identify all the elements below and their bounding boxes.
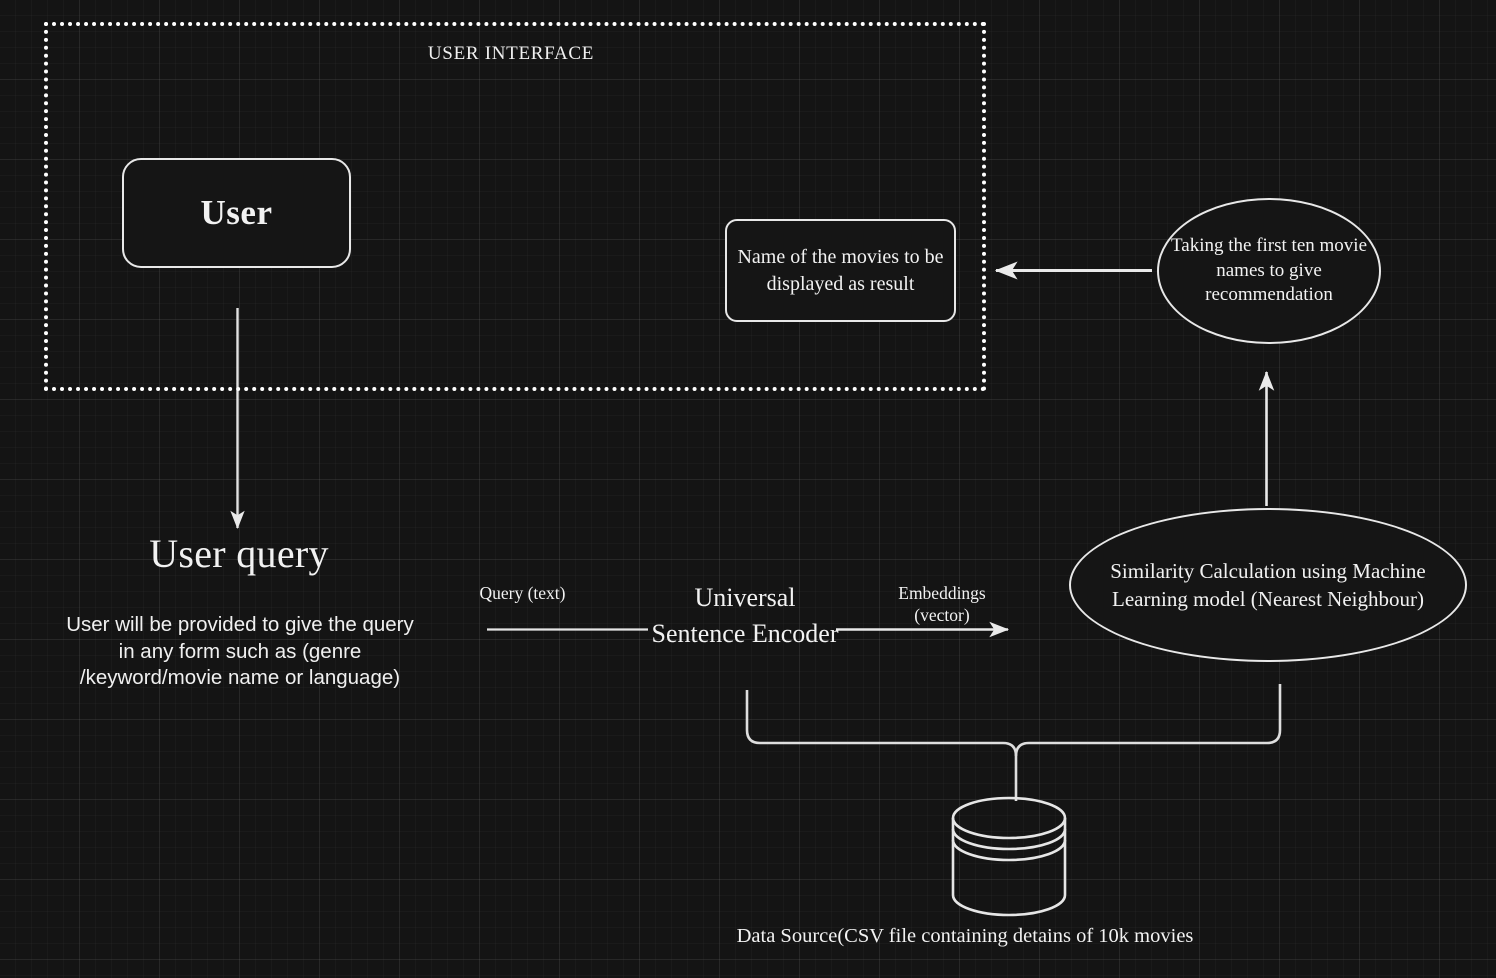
user-interface-label: USER INTERFACE	[427, 43, 595, 64]
cylinder-top-ring-1	[951, 796, 1067, 840]
database-cylinder-icon	[951, 796, 1067, 917]
node-result-label: Name of the movies to be displayed as re…	[737, 246, 944, 295]
node-encoder-label: Universal Sentence Encoder	[651, 583, 839, 648]
user-interface-boundary	[44, 22, 986, 391]
node-similarity[interactable]: Similarity Calculation using Machine Lea…	[1069, 508, 1467, 662]
node-user[interactable]: User	[122, 158, 351, 268]
cylinder-top-ring-3	[951, 839, 1067, 862]
node-recommendation[interactable]: Taking the first ten movie names to give…	[1157, 198, 1381, 344]
node-user-label: User	[200, 193, 273, 232]
node-datasource-label: Data Source(CSV file containing detains …	[736, 925, 1194, 947]
node-result[interactable]: Name of the movies to be displayed as re…	[725, 219, 956, 322]
user-query-title: User query	[149, 531, 329, 576]
node-recommendation-label: Taking the first ten movie names to give…	[1171, 234, 1368, 306]
edge-label-embeddings: Embeddings (vector)	[898, 583, 986, 626]
edge-label-query: Query (text)	[479, 583, 566, 603]
node-similarity-label: Similarity Calculation using Machine Lea…	[1110, 558, 1426, 611]
edge-bracket-to-datasource	[745, 684, 1282, 801]
user-query-description: User will be provided to give the query …	[66, 613, 414, 690]
cylinder-top-ring-2	[951, 828, 1067, 851]
cylinder-body	[951, 818, 1067, 917]
bracket-left-branch	[745, 690, 1018, 801]
bracket-right-branch	[1014, 684, 1282, 757]
